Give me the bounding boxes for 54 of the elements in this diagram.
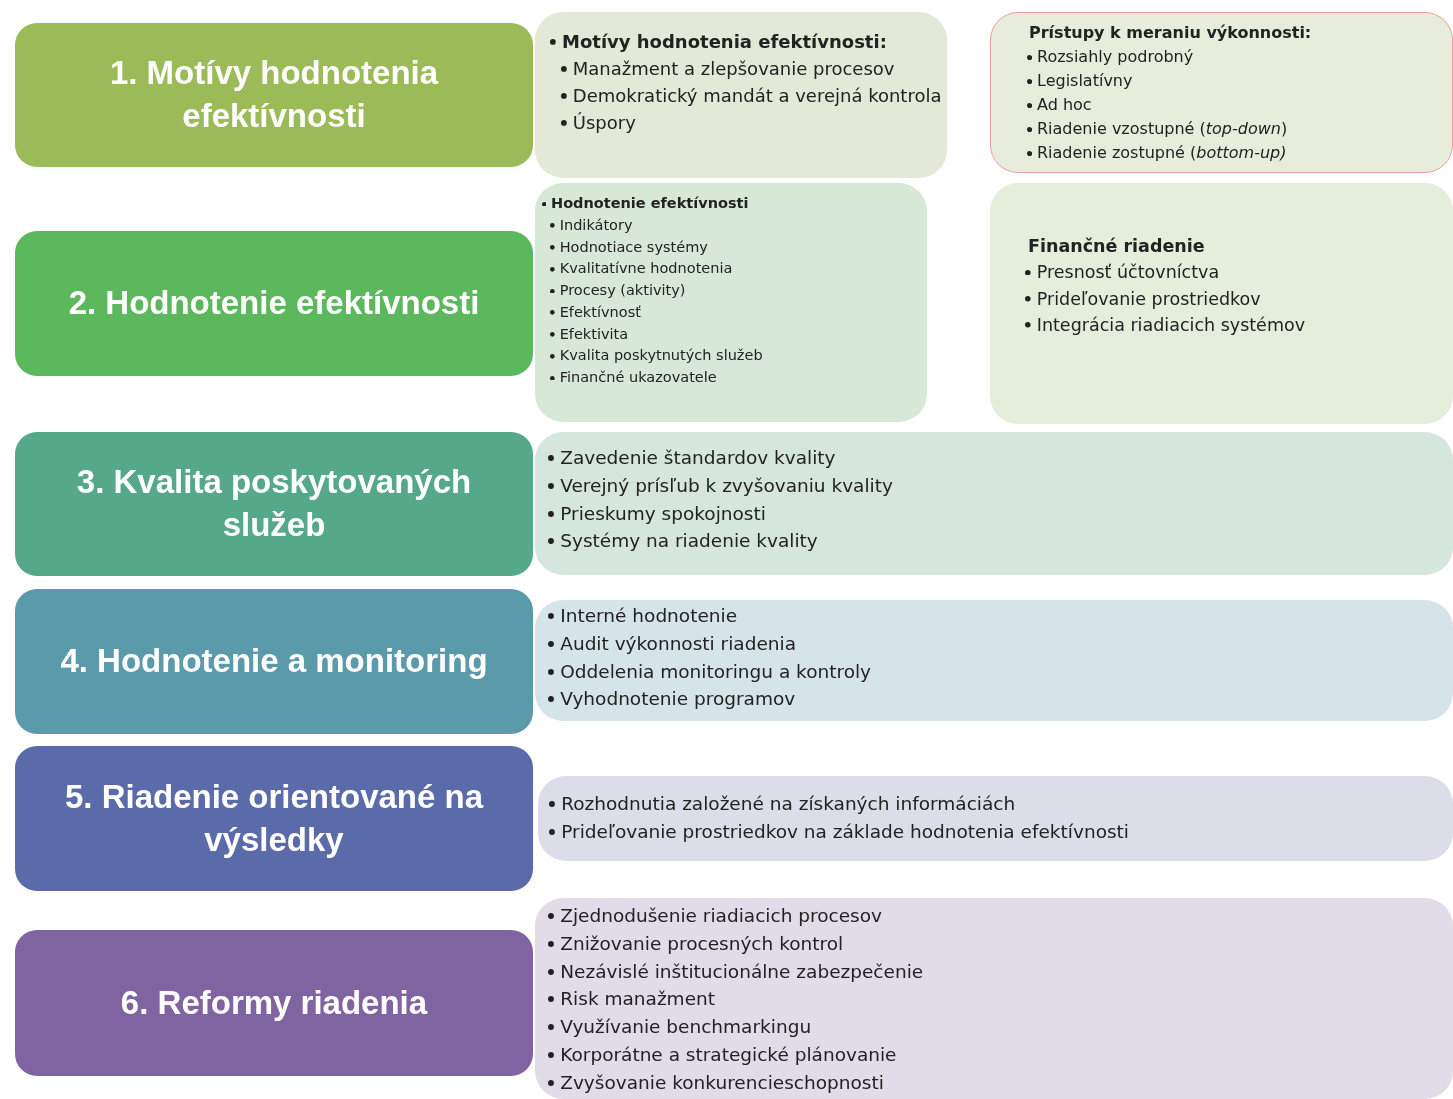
list-item: Znižovanie procesných kontrol: [560, 932, 844, 954]
list-item: Prideľovanie prostriedkov na základe hodnotenia efektívnosti: [561, 820, 1129, 842]
list-item: Zavedenie štandardov kvality: [560, 447, 836, 468]
list-item: Verejný prísľub k zvyšovaniu kvality: [560, 474, 893, 496]
detail-panel: [535, 183, 927, 422]
list-item: Demokratický mandát a verejná kontrola: [572, 85, 942, 106]
list-item: Hodnotiace systémy: [559, 238, 708, 255]
list-item: Oddelenia monitoringu a kontroly: [560, 660, 872, 682]
list-item: Využívanie benchmarkingu: [560, 1016, 812, 1037]
list-item: Integrácia riadiacich systémov: [1036, 314, 1305, 335]
list-item: Indikátory: [559, 216, 633, 233]
detail-panel: [538, 776, 1453, 861]
category-box: 3. Kvalita poskytovaných služeb: [15, 432, 533, 576]
list-item: Riadenie vzostupné (top-down): [1037, 119, 1288, 138]
list-item: Nezávislé inštitucionálne zabezpečenie: [560, 960, 924, 982]
detail-panel: [990, 183, 1453, 424]
category-box: 2. Hodnotenie efektívnosti: [15, 231, 533, 376]
list-item: Vyhodnotenie programov: [560, 688, 796, 710]
list-item: Manažment a zlepšovanie procesov: [572, 58, 895, 79]
detail-panel: [535, 898, 1453, 1099]
panel-heading: Motívy hodnotenia efektívnosti:: [562, 31, 887, 52]
list-item: Prideľovanie prostriedkov: [1036, 288, 1261, 309]
detail-panel: [990, 12, 1453, 173]
list-item: Systémy na riadenie kvality: [560, 530, 818, 552]
list-item: Rozsiahly podrobný: [1037, 47, 1194, 66]
detail-panel: [535, 600, 1453, 721]
list-item: Finančné ukazovatele: [559, 369, 717, 385]
list-item: Rozhodnutia založené na získaných informáciách: [561, 793, 1016, 814]
list-item: Efektívnosť: [559, 303, 641, 320]
panel-heading: Finančné riadenie: [1028, 236, 1205, 256]
list-item: Úspory: [572, 112, 636, 133]
list-item: Legislatívny: [1037, 71, 1133, 90]
list-item: Presnosť účtovníctva: [1036, 262, 1220, 283]
panel-heading: Prístupy k meraniu výkonnosti:: [1029, 23, 1312, 42]
list-item: Ad hoc: [1037, 95, 1092, 114]
list-item: Korporátne a strategické plánovanie: [560, 1043, 897, 1065]
list-item: Prieskumy spokojnosti: [560, 502, 766, 524]
category-box: 4. Hodnotenie a monitoring: [15, 589, 533, 734]
list-item: Kvalita poskytnutých služeb: [559, 347, 763, 364]
category-box: 6. Reformy riadenia: [15, 930, 533, 1076]
list-item: Zjednodušenie riadiacich procesov: [560, 905, 882, 926]
list-item: Interné hodnotenie: [560, 605, 738, 626]
detail-panel: [535, 12, 947, 178]
panel-heading: Hodnotenie efektívnosti: [551, 195, 749, 211]
detail-panel: [535, 432, 1453, 575]
list-item: Efektivita: [559, 325, 629, 342]
list-item: Risk manažment: [560, 988, 715, 1010]
list-item: Riadenie zostupné (bottom-up): [1037, 143, 1287, 162]
list-item: Procesy (aktivity): [559, 282, 686, 298]
category-box: 5. Riadenie orientované na výsledky: [15, 746, 533, 891]
list-item: Audit výkonnosti riadenia: [560, 632, 796, 654]
list-item: Kvalitatívne hodnotenia: [559, 260, 733, 277]
list-item: Zvyšovanie konkurencieschopnosti: [560, 1071, 884, 1093]
category-box: 1. Motívy hodnotenia efektívnosti: [15, 23, 533, 167]
